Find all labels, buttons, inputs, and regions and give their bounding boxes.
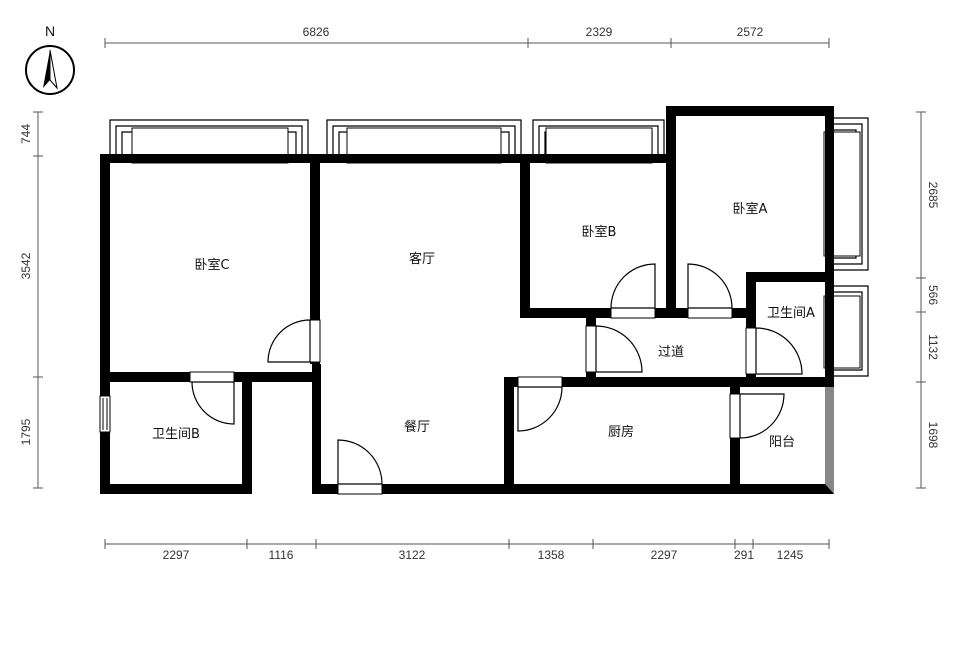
dim-bottom-1: 1116	[269, 548, 294, 562]
dim-left-0: 744	[19, 124, 33, 144]
dim-left-2: 1795	[19, 418, 33, 445]
window-bathroom-b	[102, 398, 108, 430]
room-label-dining-room: 餐厅	[404, 419, 430, 435]
dim-top-0: 6826	[303, 25, 330, 39]
dim-right-3: 1698	[926, 422, 940, 449]
dim-right-0: 2685	[926, 182, 940, 209]
room-label-bathroom-a: 卫生间A	[767, 306, 815, 321]
top-dimension-line	[104, 38, 830, 48]
door-bathroom-a	[755, 327, 803, 375]
north-label: N	[45, 23, 55, 39]
dim-bottom-2: 3122	[399, 548, 426, 562]
door-bedroom-a	[687, 263, 733, 309]
door-swings	[191, 263, 803, 485]
room-label-bedroom-a: 卧室A	[733, 201, 768, 217]
balcony-edge	[825, 387, 834, 494]
door-kitchen	[517, 386, 563, 432]
door-balcony	[739, 393, 785, 439]
dim-bottom-6: 1245	[777, 548, 804, 562]
left-dimension-line	[33, 111, 43, 489]
room-label-living-room: 客厅	[409, 251, 435, 267]
dim-top-2: 2572	[737, 25, 764, 39]
dim-bottom-4: 2297	[651, 548, 678, 562]
room-label-bedroom-c: 卧室C	[194, 257, 229, 273]
dim-top-1: 2329	[586, 25, 613, 39]
door-bedroom-b	[610, 263, 656, 309]
room-label-corridor: 过道	[658, 345, 684, 360]
dim-right-1: 566	[926, 285, 940, 305]
door-bedroom-c	[267, 319, 311, 363]
dim-bottom-3: 1358	[538, 548, 565, 562]
room-label-bedroom-b: 卧室B	[582, 224, 617, 240]
dim-left-1: 3542	[19, 252, 33, 279]
room-label-bathroom-b: 卫生间B	[152, 427, 200, 442]
bottom-dimension-line	[104, 539, 830, 549]
dim-bottom-5: 291	[734, 548, 754, 562]
room-label-balcony: 阳台	[769, 435, 795, 450]
right-dimension-line	[916, 111, 926, 489]
dim-bottom-0: 2297	[163, 548, 190, 562]
door-bathroom-b	[191, 381, 235, 425]
door-dining	[337, 439, 383, 485]
door-corridor	[595, 325, 643, 373]
north-compass: N	[25, 23, 75, 95]
room-label-kitchen: 厨房	[608, 424, 634, 440]
dim-right-2: 1132	[926, 334, 940, 360]
